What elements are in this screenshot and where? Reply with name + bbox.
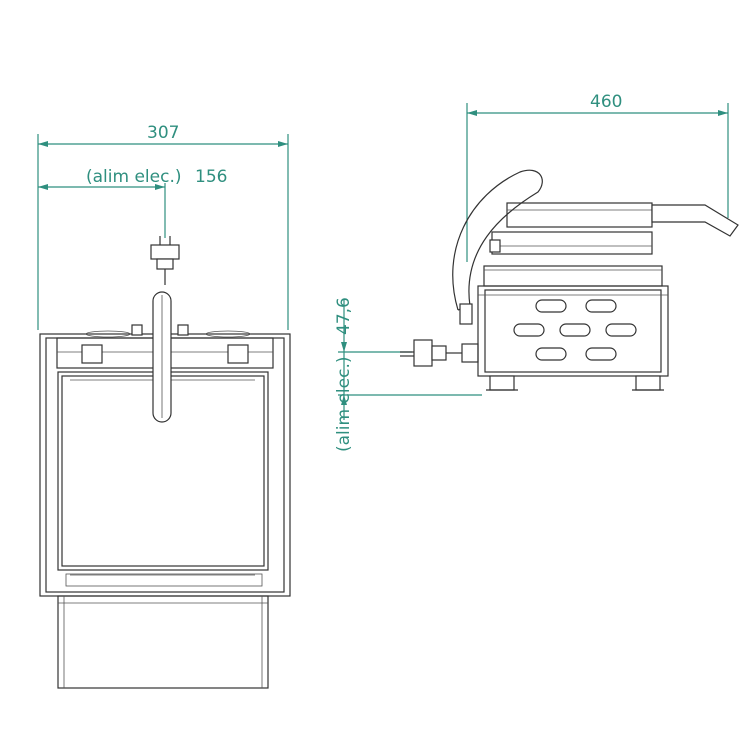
width-dimension-label: 307 — [147, 123, 179, 143]
plug-label: (alim elec.) — [86, 167, 181, 187]
front-plug — [150, 236, 180, 285]
side-plug — [400, 339, 479, 367]
front-body — [39, 291, 291, 689]
dimension-overall-depth: 460 — [466, 92, 729, 262]
front-view: 307 (alim elec.) 156 — [37, 123, 291, 689]
plug-offset-label: 156 — [195, 167, 227, 187]
dimension-plug-height: 47,6 (alim elec.) — [334, 297, 482, 452]
side-body — [452, 169, 739, 391]
plug-vertical-label: (alim elec.) — [334, 357, 354, 452]
side-view: 460 47,6 (alim elec.) — [334, 92, 739, 452]
depth-dimension-label: 460 — [590, 92, 622, 112]
dimension-plug-offset: (alim elec.) 156 — [38, 167, 227, 238]
plug-height-label: 47,6 — [334, 297, 354, 335]
dimension-overall-width: 307 — [37, 123, 289, 330]
